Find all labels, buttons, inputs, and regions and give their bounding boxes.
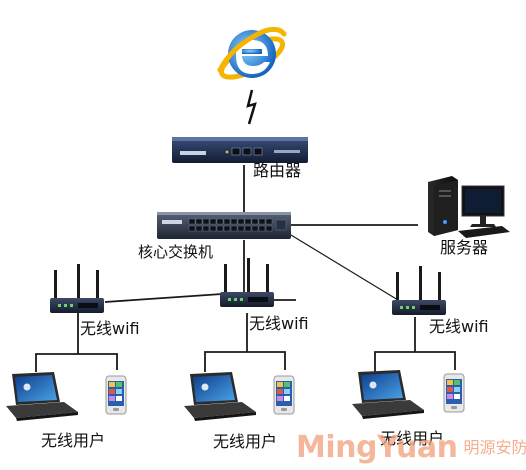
wireless-router-left xyxy=(50,264,104,313)
wireless-router-right xyxy=(392,266,446,315)
watermark-cjk: 明源安防 xyxy=(463,438,526,457)
switch-device xyxy=(157,212,291,239)
users-left-label: 无线用户 xyxy=(41,431,106,450)
router-label: 路由器 xyxy=(253,161,302,180)
users-center-label: 无线用户 xyxy=(213,432,278,451)
ap-left-label: 无线wifi xyxy=(80,319,140,338)
bracket-users-center xyxy=(204,351,286,372)
core-switch-label: 核心交换机 xyxy=(138,243,214,261)
wireless-router-center xyxy=(220,258,274,307)
watermark: MingYuan 明源安防 xyxy=(296,430,526,465)
internet-explorer-icon xyxy=(217,26,287,80)
connection-lines xyxy=(35,165,456,372)
phone-icon xyxy=(105,375,127,415)
laptop-icon xyxy=(6,372,78,421)
laptop-icon xyxy=(352,370,424,419)
watermark-latin: MingYuan xyxy=(296,430,458,465)
link-ap-left-ap-center xyxy=(104,293,223,303)
laptop-icon xyxy=(184,372,256,421)
server-tower xyxy=(428,176,510,238)
bracket-users-left xyxy=(35,353,118,372)
bracket-users-right xyxy=(374,351,456,372)
wan-link-bolt-icon xyxy=(246,89,257,125)
ap-center-label: 无线wifi xyxy=(249,314,309,333)
link-switch-ap-right xyxy=(285,231,399,301)
ap-right-label: 无线wifi xyxy=(429,317,489,336)
router-device xyxy=(172,137,308,163)
phone-icon xyxy=(443,373,465,413)
server-label: 服务器 xyxy=(440,238,489,257)
phone-icon xyxy=(273,375,295,415)
users-right-label: 无线用户 xyxy=(380,429,445,448)
